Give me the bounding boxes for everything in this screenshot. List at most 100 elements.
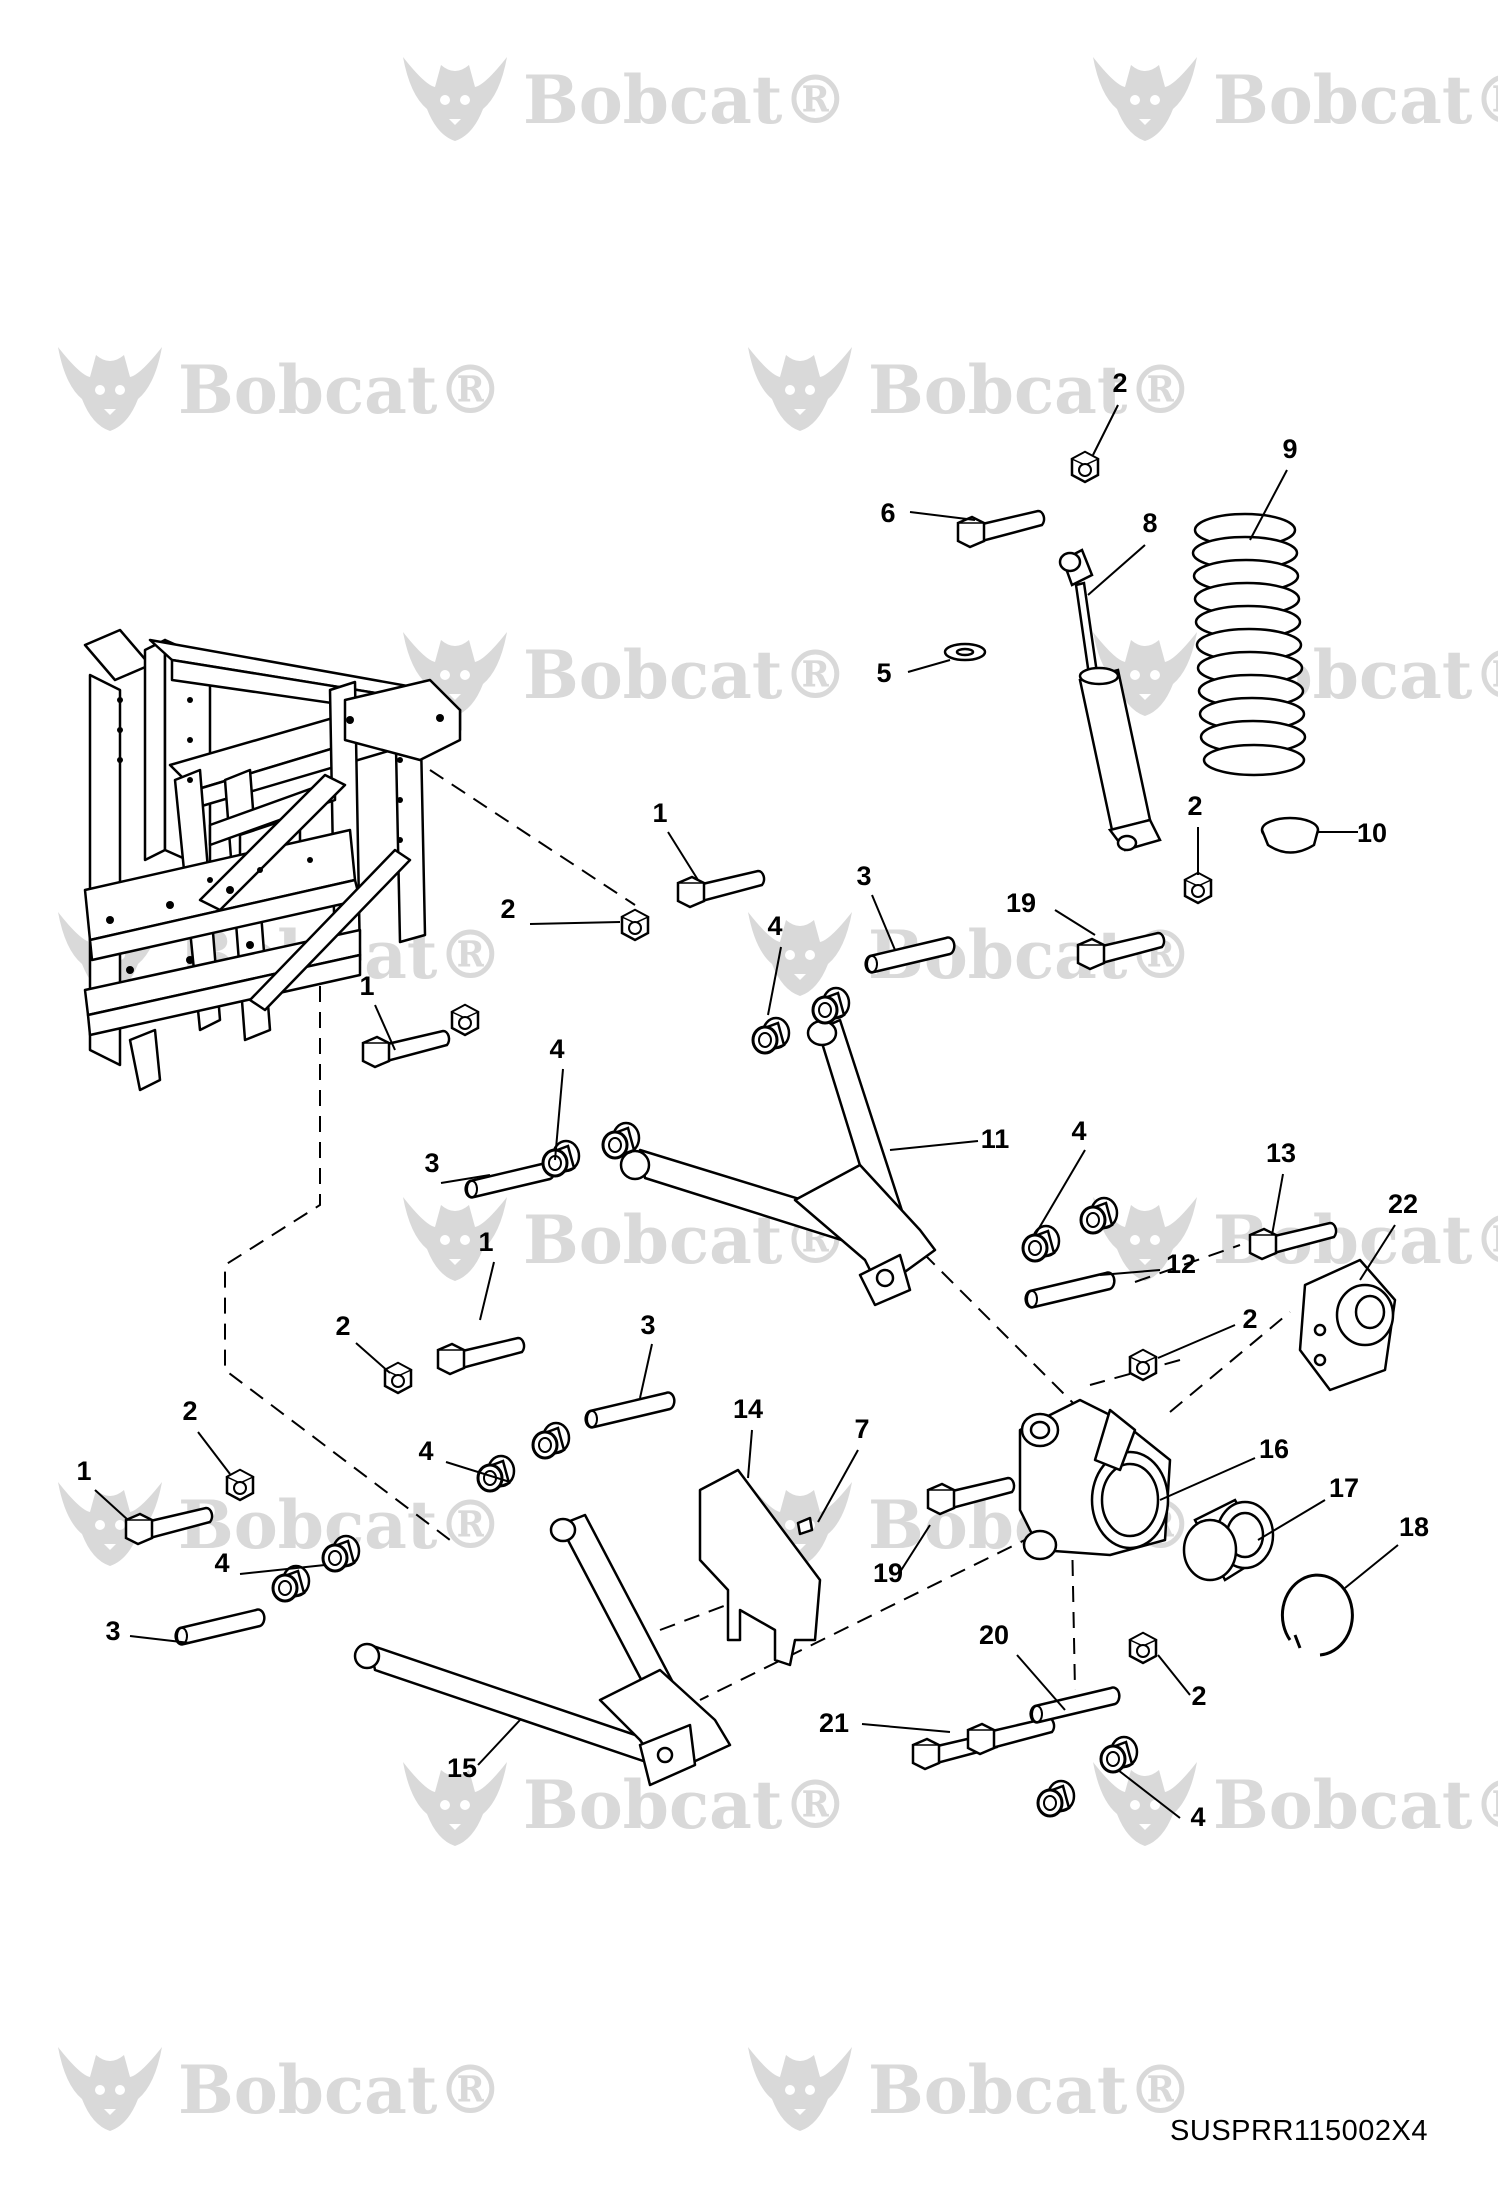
callout-number: 19 xyxy=(1006,888,1036,918)
callout-4: 4 xyxy=(1117,1769,1206,1832)
callout-1: 1 xyxy=(76,1456,129,1521)
callout-number: 3 xyxy=(105,1616,120,1646)
callout-leader xyxy=(909,511,976,521)
callout-number: 14 xyxy=(733,1394,763,1424)
steering-knuckle xyxy=(1018,1398,1172,1561)
callout-number: 18 xyxy=(1399,1512,1429,1542)
callout-number: 3 xyxy=(640,1310,655,1340)
callout-leader xyxy=(871,894,896,951)
callout-leader xyxy=(639,1343,653,1399)
callout-leader xyxy=(667,831,699,881)
callout-8: 8 xyxy=(1087,508,1158,596)
callout-2: 2 xyxy=(1187,791,1203,875)
callout-leader xyxy=(1271,1173,1284,1236)
callout-15: 15 xyxy=(447,1719,521,1783)
callout-number: 1 xyxy=(359,971,374,1001)
callout-number: 2 xyxy=(182,1396,197,1426)
callout-4: 4 xyxy=(214,1548,326,1578)
callout-number: 1 xyxy=(478,1227,493,1257)
callout-leader xyxy=(197,1431,231,1475)
callout-10: 10 xyxy=(1318,818,1387,848)
callout-leader xyxy=(445,1461,511,1483)
shock-absorber xyxy=(1058,548,1162,852)
callout-leader xyxy=(554,1068,564,1161)
callout-number: 17 xyxy=(1329,1473,1359,1503)
snap-ring xyxy=(1280,1573,1354,1657)
callout-number: 3 xyxy=(856,861,871,891)
callout-leader xyxy=(747,1429,753,1479)
callout-4: 4 xyxy=(418,1436,511,1483)
callout-2: 2 xyxy=(1157,1304,1258,1359)
bushings xyxy=(271,986,1139,1818)
callout-number: 6 xyxy=(880,498,895,528)
callout-number: 2 xyxy=(500,894,515,924)
callout-leader xyxy=(1157,1654,1191,1696)
callout-number: 2 xyxy=(1242,1304,1257,1334)
callout-number: 4 xyxy=(549,1034,564,1064)
brake-caliper xyxy=(1298,1258,1397,1392)
callout-3: 3 xyxy=(639,1310,656,1399)
wheel-bearing xyxy=(1182,1498,1275,1582)
frame-holes xyxy=(106,697,444,974)
callout-11: 11 xyxy=(889,1124,1009,1154)
callout-leader xyxy=(1257,1499,1326,1541)
callout-leader xyxy=(899,1524,931,1573)
callout-number: 2 xyxy=(335,1311,350,1341)
callout-number: 4 xyxy=(1071,1116,1086,1146)
callout-3: 3 xyxy=(105,1616,191,1646)
callout-number: 9 xyxy=(1282,434,1297,464)
callout-number: 10 xyxy=(1357,818,1387,848)
callout-leader xyxy=(1344,1544,1399,1589)
callout-2: 2 xyxy=(1157,1654,1207,1711)
shield-plate xyxy=(698,1468,822,1667)
callout-number: 4 xyxy=(418,1436,433,1466)
callout-number: 21 xyxy=(819,1708,849,1738)
callout-leader xyxy=(479,1261,495,1321)
callout-number: 15 xyxy=(447,1753,477,1783)
callout-leader xyxy=(1359,1224,1396,1281)
callout-4: 4 xyxy=(1034,1116,1087,1236)
callout-leader xyxy=(907,659,951,673)
callout-6: 6 xyxy=(880,498,976,528)
callout-leader xyxy=(94,1489,129,1521)
callout-2: 2 xyxy=(335,1311,391,1374)
callout-leader xyxy=(1159,1457,1256,1501)
callout-5: 5 xyxy=(876,658,951,688)
callout-leader xyxy=(1157,1324,1236,1359)
callout-number: 1 xyxy=(652,798,667,828)
callout-14: 14 xyxy=(733,1394,763,1479)
callout-16: 16 xyxy=(1159,1434,1289,1501)
callout-9: 9 xyxy=(1249,434,1298,541)
callout-number: 12 xyxy=(1166,1249,1196,1279)
coil-spring xyxy=(1191,512,1307,777)
callout-number: 16 xyxy=(1259,1434,1289,1464)
callout-19: 19 xyxy=(1006,888,1096,936)
callout-4: 4 xyxy=(549,1034,565,1161)
drawing-code: SUSPRR115002X4 xyxy=(1170,2115,1428,2147)
callout-number: 2 xyxy=(1112,368,1127,398)
callout-4: 4 xyxy=(767,911,783,1016)
callout-3: 3 xyxy=(424,1148,491,1184)
callout-number: 2 xyxy=(1187,791,1202,821)
callout-19: 19 xyxy=(873,1524,931,1588)
callout-2: 2 xyxy=(500,894,621,925)
callout-leader xyxy=(239,1564,326,1575)
spring-seat xyxy=(1260,816,1320,854)
callout-13: 13 xyxy=(1266,1138,1296,1236)
callout-20: 20 xyxy=(979,1620,1066,1711)
callout-number: 22 xyxy=(1388,1189,1418,1219)
callout-number: 19 xyxy=(873,1558,903,1588)
callout-7: 7 xyxy=(817,1414,870,1523)
callout-17: 17 xyxy=(1257,1473,1359,1541)
callout-number: 4 xyxy=(767,911,782,941)
callout-1: 1 xyxy=(652,798,699,881)
callout-21: 21 xyxy=(819,1708,951,1738)
callout-number: 4 xyxy=(214,1548,229,1578)
callout-leader xyxy=(477,1719,521,1766)
callout-12: 12 xyxy=(1099,1249,1196,1279)
callout-2: 2 xyxy=(182,1396,231,1475)
callout-1: 1 xyxy=(478,1227,495,1321)
callout-leader xyxy=(861,1723,951,1733)
